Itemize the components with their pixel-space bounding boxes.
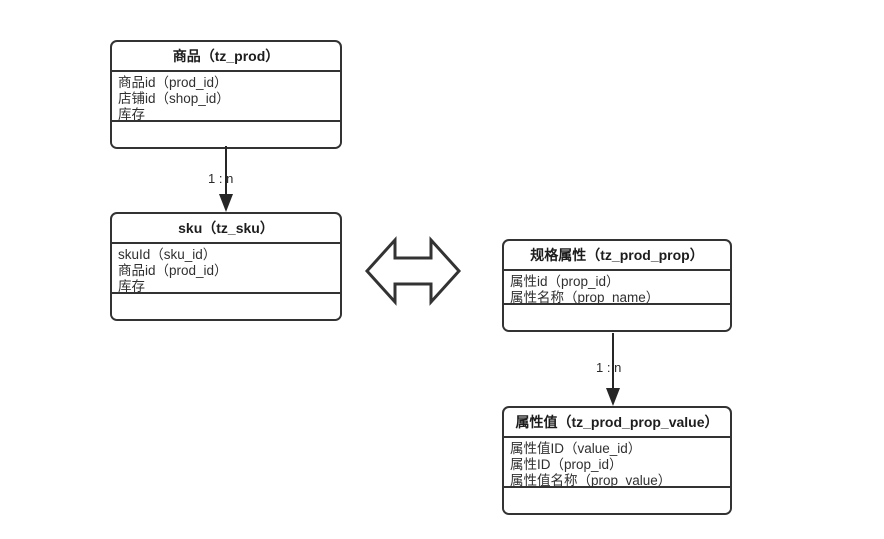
- entity-footer-tz-prod: [112, 122, 340, 147]
- entity-attributes-tz-prod: 商品id（prod_id） 店铺id（shop_id） 库存: [112, 72, 340, 122]
- attribute-row: 库存: [118, 107, 145, 122]
- connector-prod-to-sku: [219, 146, 233, 212]
- relation-label-prop-to-prop-value: 1 : n: [596, 360, 622, 375]
- entity-footer-tz-sku: [112, 294, 340, 319]
- entity-attributes-tz-sku: skuId（sku_id） 商品id（prod_id） 库存: [112, 244, 340, 294]
- connector-prop-to-prop-value: [606, 333, 620, 406]
- entity-tz-prod-prop[interactable]: 规格属性（tz_prod_prop） 属性id（prop_id） 属性名称（pr…: [502, 239, 732, 332]
- entity-header-tz-sku: sku（tz_sku）: [112, 214, 340, 244]
- attribute-row: 店铺id（shop_id）: [118, 91, 230, 106]
- attribute-row: 属性id（prop_id）: [510, 274, 620, 289]
- double-headed-arrow-icon: [364, 236, 462, 306]
- attribute-row: 属性值ID（value_id）: [510, 441, 642, 456]
- entity-tz-sku[interactable]: sku（tz_sku） skuId（sku_id） 商品id（prod_id） …: [110, 212, 342, 321]
- entity-header-tz-prod-prop-value: 属性值（tz_prod_prop_value）: [504, 408, 730, 438]
- entity-footer-tz-prod-prop-value: [504, 488, 730, 513]
- attribute-row: 属性ID（prop_id）: [510, 457, 623, 472]
- entity-header-tz-prod-prop: 规格属性（tz_prod_prop）: [504, 241, 730, 271]
- entity-attributes-tz-prod-prop: 属性id（prop_id） 属性名称（prop_name）: [504, 271, 730, 305]
- entity-header-tz-prod: 商品（tz_prod）: [112, 42, 340, 72]
- entity-attributes-tz-prod-prop-value: 属性值ID（value_id） 属性ID（prop_id） 属性值名称（prop…: [504, 438, 730, 488]
- attribute-row: 属性名称（prop_name）: [510, 290, 660, 305]
- attribute-row: skuId（sku_id）: [118, 247, 217, 262]
- entity-tz-prod-prop-value[interactable]: 属性值（tz_prod_prop_value） 属性值ID（value_id） …: [502, 406, 732, 515]
- entity-footer-tz-prod-prop: [504, 305, 730, 330]
- relation-label-prod-to-sku: 1 : n: [208, 171, 234, 186]
- attribute-row: 商品id（prod_id）: [118, 263, 228, 278]
- entity-tz-prod[interactable]: 商品（tz_prod） 商品id（prod_id） 店铺id（shop_id） …: [110, 40, 342, 149]
- attribute-row: 库存: [118, 279, 145, 294]
- attribute-row: 属性值名称（prop_value）: [510, 473, 672, 488]
- attribute-row: 商品id（prod_id）: [118, 75, 228, 90]
